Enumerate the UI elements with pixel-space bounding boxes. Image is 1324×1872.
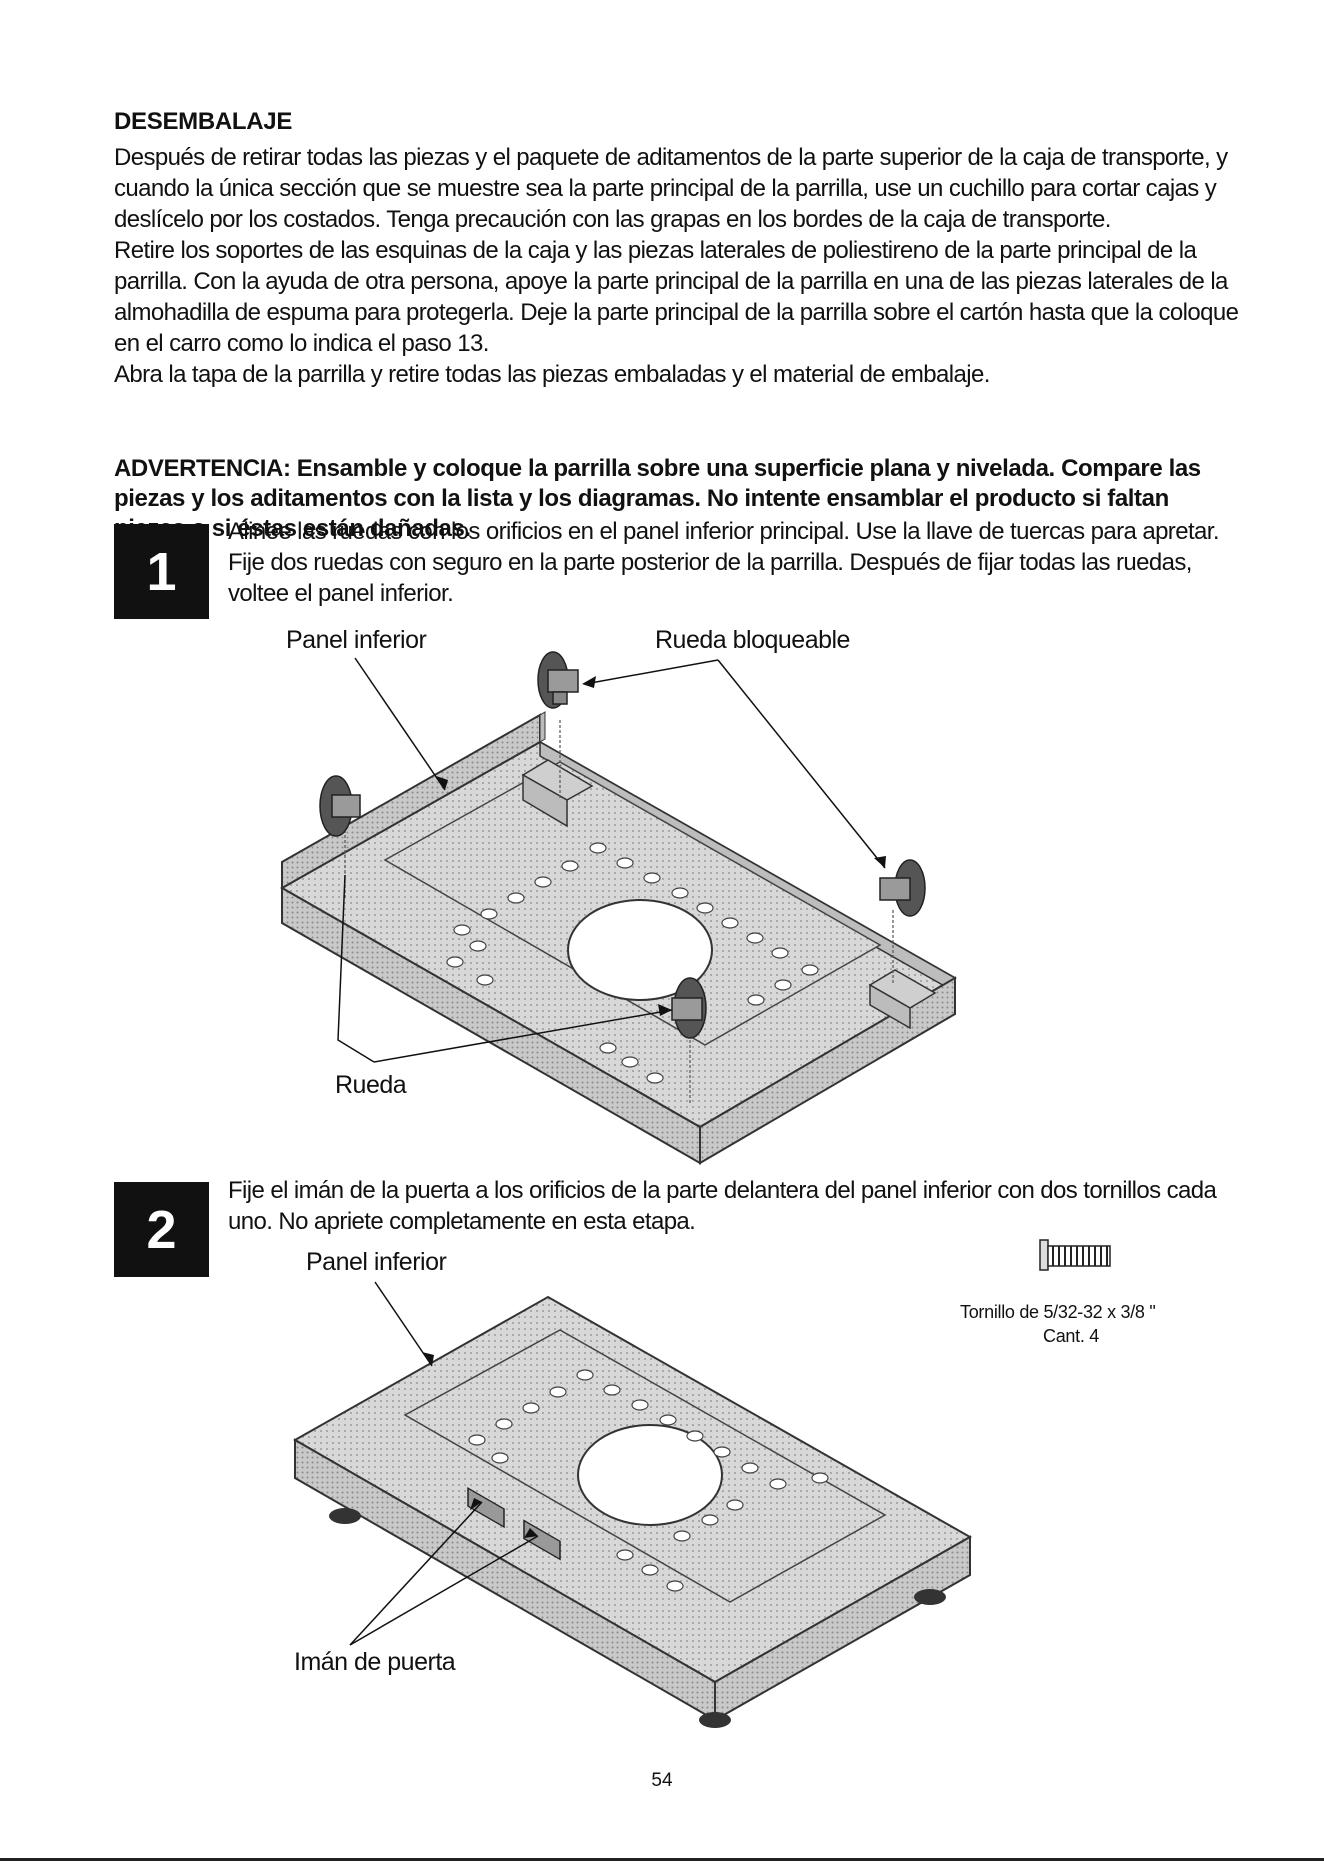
step-1-label-caster: Rueda <box>335 1071 407 1099</box>
door-magnet-1 <box>467 1487 505 1529</box>
panel-feet <box>329 1508 946 1728</box>
caster-rear <box>537 651 579 709</box>
step-2-number-box: 2 <box>114 1182 209 1277</box>
step-2-label-bottom-panel: Panel inferior <box>306 1248 447 1276</box>
tray-center-hole <box>567 899 713 1001</box>
panel-holes <box>468 1369 829 1592</box>
rear-left-post-side <box>522 773 568 828</box>
door-magnet-2 <box>523 1519 561 1561</box>
caster-right <box>879 859 926 917</box>
hardware-screw-name: Tornillo de 5/32-32 x 3/8 " <box>960 1302 1156 1322</box>
tray-rear-right-flange <box>539 711 546 743</box>
tray-holes <box>446 842 819 1084</box>
step-1-label-bottom-panel: Panel inferior <box>286 626 427 654</box>
intro-paragraph-3: Abra la tapa de la parrilla y retire tod… <box>114 361 990 388</box>
right-post-side <box>869 983 911 1030</box>
intro-text: Después de retirar todas las piezas y el… <box>114 142 1244 390</box>
bottom-rule <box>0 1858 1324 1861</box>
step-1-number: 1 <box>146 541 177 602</box>
hardware-screw-quantity: Cant. 4 <box>1043 1326 1099 1346</box>
step-1-number-box: 1 <box>114 524 209 619</box>
section-title: DESEMBALAJE <box>114 108 293 135</box>
caster-front <box>671 977 707 1039</box>
tray-right-wall <box>699 976 956 1165</box>
screw-icon <box>1039 1239 1111 1271</box>
step-1-text: Alinee las ruedas con los orificios en e… <box>228 518 1220 607</box>
caster-left <box>319 775 361 837</box>
panel-center-hole <box>577 1424 723 1526</box>
intro-paragraph-2: Retire los soportes de las esquinas de l… <box>114 237 1239 357</box>
panel-right-face <box>714 1535 971 1722</box>
intro-paragraph-1: Después de retirar todas las piezas y el… <box>114 144 1228 233</box>
step-1-label-locking-caster: Rueda bloqueable <box>655 626 850 654</box>
step-2-text: Fije el imán de la puerta a los orificio… <box>228 1177 1217 1235</box>
step-2-label-door-magnet: Imán de puerta <box>294 1648 456 1676</box>
page-number: 54 <box>651 1770 673 1791</box>
step-2-number: 2 <box>146 1199 177 1260</box>
